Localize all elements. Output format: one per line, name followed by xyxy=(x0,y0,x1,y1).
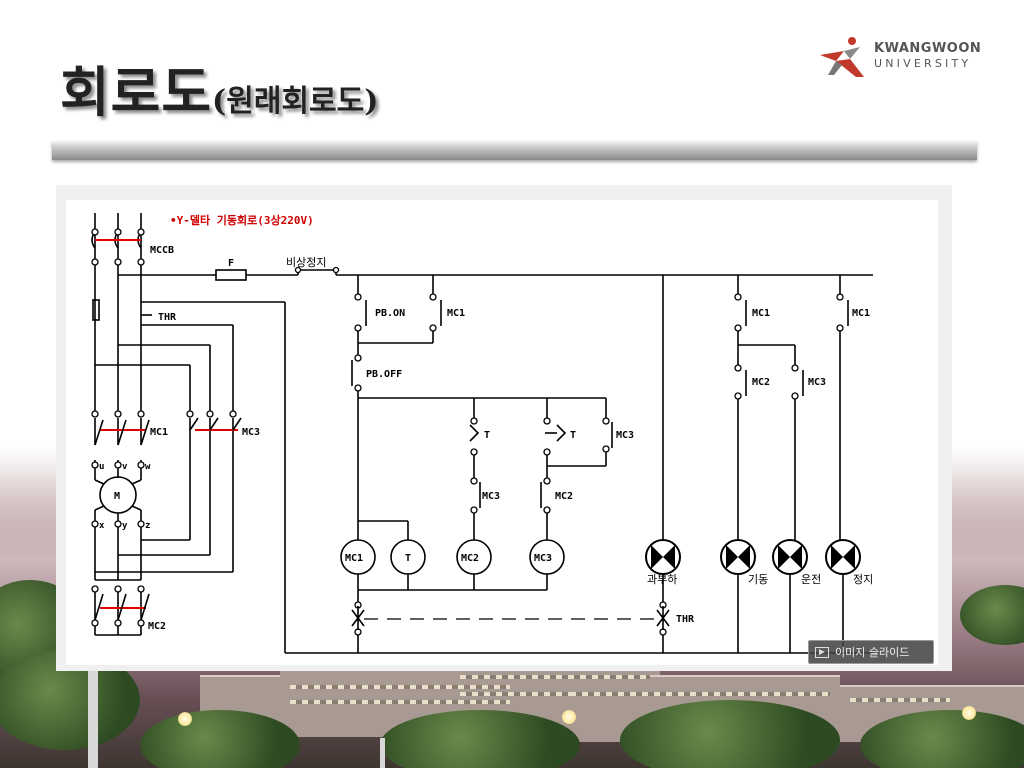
label-lamp-mc3: MC3 xyxy=(808,377,826,388)
logo-text: KWANGWOON UNIVERSITY xyxy=(874,41,981,71)
label-mc3-hold: MC3 xyxy=(616,430,634,441)
label-fuse: F xyxy=(228,258,234,269)
label-t-contact-b: T xyxy=(570,430,576,441)
label-thr-bottom: THR xyxy=(676,614,695,625)
label-v: v xyxy=(122,462,128,472)
label-emergency-stop: 비상정지 xyxy=(286,256,326,269)
logo-line1: KWANGWOON xyxy=(874,41,982,56)
label-mc1-hold: MC1 xyxy=(447,308,465,319)
label-pb-off: PB.OFF xyxy=(366,369,402,380)
title-subtitle: (원래회로도) xyxy=(212,84,379,119)
image-slide-label: 이미지 슬라이드 xyxy=(835,646,910,659)
label-mc1-main: MC1 xyxy=(150,427,168,438)
label-x: x xyxy=(99,521,105,531)
label-pb-on: PB.ON xyxy=(375,308,405,319)
title-main: 회로도 xyxy=(60,60,213,124)
label-mc2-interlock: MC2 xyxy=(555,491,573,502)
label-lamp-run: 운전 xyxy=(801,573,821,586)
diagram-heading: •Y-델타 기동회로(3상220V) xyxy=(170,213,314,227)
label-lamp-stop: 정지 xyxy=(853,573,873,586)
label-lamp-mc1-a: MC1 xyxy=(752,308,770,319)
label-coil-mc2: MC2 xyxy=(461,553,479,564)
label-w: w xyxy=(145,462,151,472)
diagram-canvas xyxy=(66,200,938,665)
university-logo xyxy=(820,37,864,77)
label-thr-top: THR xyxy=(158,312,177,323)
label-coil-mc3: MC3 xyxy=(534,553,552,564)
lamp-start-icon xyxy=(720,539,756,575)
label-mc2-main: MC2 xyxy=(148,621,166,632)
lamp-stop-icon xyxy=(825,539,861,575)
label-lamp-start: 기동 xyxy=(748,573,768,586)
label-t-contact-a: T xyxy=(484,430,490,441)
logo-emblem-icon xyxy=(820,37,864,77)
label-y: y xyxy=(122,521,128,531)
label-mccb: MCCB xyxy=(150,245,174,256)
title-divider xyxy=(52,141,977,160)
lamp-run-icon xyxy=(772,539,808,575)
play-icon xyxy=(815,646,829,658)
label-z: z xyxy=(145,521,150,531)
lamp-overload-icon xyxy=(645,539,681,575)
label-motor: M xyxy=(114,491,120,502)
logo-line2: UNIVERSITY xyxy=(874,57,972,70)
label-coil-t: T xyxy=(405,553,411,564)
label-lamp-mc2: MC2 xyxy=(752,377,770,388)
label-coil-mc1: MC1 xyxy=(345,553,363,564)
page-title: 회로도(원래회로도) xyxy=(60,48,378,127)
label-mc3-interlock: MC3 xyxy=(482,491,500,502)
label-lamp-overload: 과부하 xyxy=(647,572,677,586)
label-u: u xyxy=(99,462,104,472)
label-lamp-mc1-b: MC1 xyxy=(852,308,870,319)
image-slide-button[interactable]: 이미지 슬라이드 xyxy=(808,640,934,664)
label-mc3-main: MC3 xyxy=(242,427,260,438)
